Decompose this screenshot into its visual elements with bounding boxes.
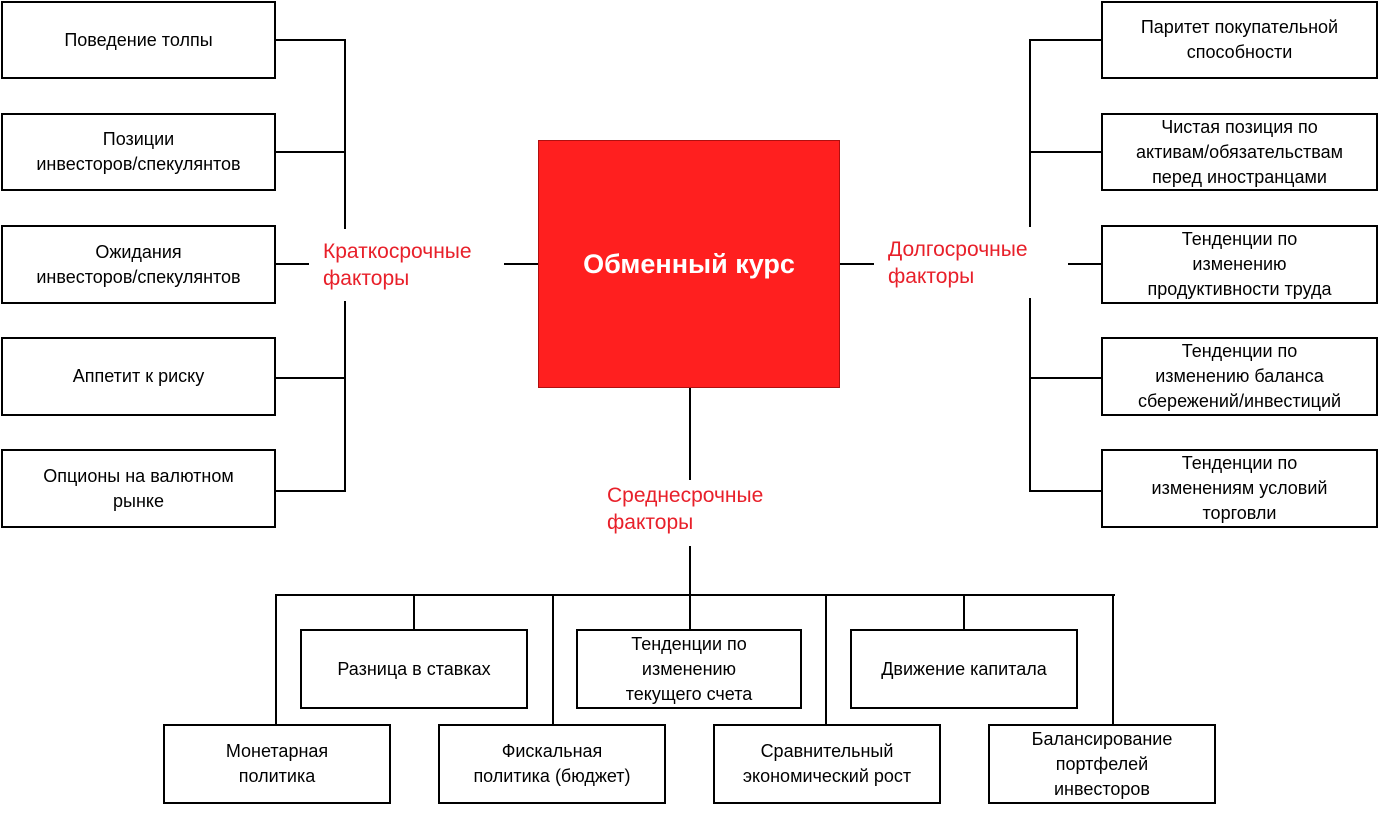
connector-line <box>840 263 874 265</box>
long-term-factor-box: Тенденции по изменениям условий торговли <box>1101 449 1378 528</box>
connector-line <box>1029 39 1102 41</box>
long-term-label: Долгосрочные факторы <box>888 238 1028 288</box>
connector-line <box>275 594 1115 596</box>
long-term-factor-box: Чистая позиция по активам/обязательствам… <box>1101 113 1378 191</box>
short-term-factor-box: Поведение толпы <box>1 1 276 79</box>
long-term-factor-box: Паритет покупательной способности <box>1101 1 1378 79</box>
mid-term-factor-box: Тенденции по изменению текущего счета <box>576 629 802 709</box>
connector-line <box>689 388 691 480</box>
connector-line <box>504 263 538 265</box>
short-term-factor-box: Опционы на валютном рынке <box>1 449 276 528</box>
connector-line <box>344 301 346 492</box>
short-term-factor-box: Ожидания инвесторов/спекулянтов <box>1 225 276 304</box>
long-term-factor-box: Тенденции по изменению баланса сбережени… <box>1101 337 1378 416</box>
connector-line <box>1029 151 1102 153</box>
short-term-label: Краткосрочные факторы <box>323 240 472 290</box>
mid-term-factor-box: Балансирование портфелей инвесторов <box>988 724 1216 804</box>
connector-line <box>344 39 346 229</box>
connector-line <box>275 39 346 41</box>
mid-term-factor-box: Разница в ставках <box>300 629 528 709</box>
mid-term-factor-box: Монетарная политика <box>163 724 391 804</box>
connector-line <box>1029 298 1031 492</box>
mid-term-factor-box: Движение капитала <box>850 629 1078 709</box>
connector-line <box>552 594 554 725</box>
mid-term-factor-box: Сравнительный экономический рост <box>713 724 941 804</box>
connector-line <box>689 546 691 630</box>
connector-line <box>275 263 309 265</box>
long-term-factor-box: Тенденции по изменению продуктивности тр… <box>1101 225 1378 304</box>
mid-term-label: Среднесрочные факторы <box>607 484 764 534</box>
connector-line <box>825 594 827 725</box>
connector-line <box>1029 39 1031 227</box>
connector-line <box>275 151 346 153</box>
connector-line <box>275 490 346 492</box>
connector-line <box>1068 263 1102 265</box>
connector-line <box>1112 594 1114 725</box>
exchange-rate-box: Обменный курс <box>538 140 840 388</box>
short-term-factor-box: Аппетит к риску <box>1 337 276 416</box>
connector-line <box>963 594 965 630</box>
connector-line <box>1029 377 1102 379</box>
mid-term-factor-box: Фискальная политика (бюджет) <box>438 724 666 804</box>
connector-line <box>275 377 346 379</box>
connector-line <box>413 594 415 630</box>
connector-line <box>1029 490 1102 492</box>
connector-line <box>275 594 277 725</box>
short-term-factor-box: Позиции инвесторов/спекулянтов <box>1 113 276 191</box>
